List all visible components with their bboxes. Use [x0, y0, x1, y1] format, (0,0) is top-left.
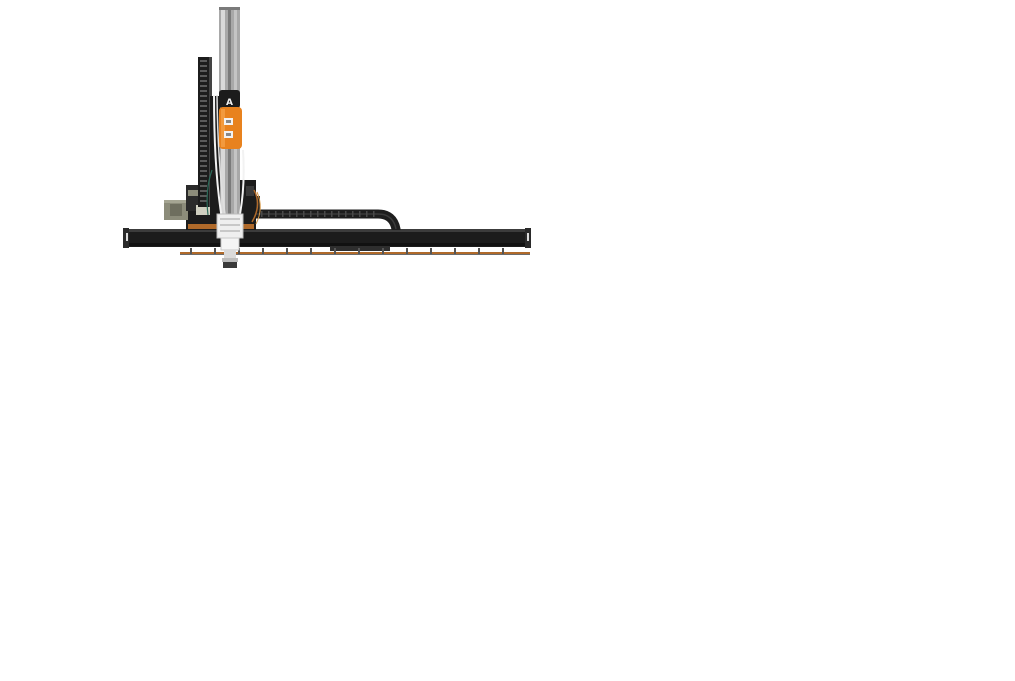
rack-tooth [200, 160, 207, 162]
rack-tooth [200, 80, 207, 82]
rack-tooth [200, 135, 207, 137]
chain-link [366, 211, 368, 217]
brand-logo-icon: A [226, 98, 233, 108]
chain-link [303, 211, 305, 217]
chain-link [359, 211, 361, 217]
rack-tooth [200, 110, 207, 112]
base-rail [123, 228, 531, 248]
rail-hole [502, 248, 504, 254]
rack-teeth [200, 60, 207, 202]
copper-wiring [251, 189, 261, 225]
rack-tooth [200, 140, 207, 142]
rail-hole [430, 248, 432, 254]
rack-tooth [200, 125, 207, 127]
chain-link [352, 211, 354, 217]
rack-tooth [200, 60, 207, 62]
rail-hole [454, 248, 456, 254]
rack-tooth [200, 105, 207, 107]
end-effector-tool [216, 213, 244, 268]
chain-link [296, 211, 298, 217]
chain-link [268, 211, 270, 217]
chain-link [338, 211, 340, 217]
chain-link [275, 211, 277, 217]
rack-tooth [200, 155, 207, 157]
chain-link [373, 211, 375, 217]
rail-hole [190, 248, 192, 254]
rack-tooth [200, 65, 207, 67]
rack-tooth [200, 130, 207, 132]
rail-hole [238, 248, 240, 254]
rack-tooth [200, 195, 207, 197]
rack-tooth [200, 200, 207, 202]
rail-hole [214, 248, 216, 254]
rail-hole [286, 248, 288, 254]
rack-tooth [200, 90, 207, 92]
rail-hole [382, 248, 384, 254]
chain-link [282, 211, 284, 217]
rack-tooth [200, 85, 207, 87]
rack-tooth [200, 190, 207, 192]
rack-tooth [200, 100, 207, 102]
rack-tooth [200, 170, 207, 172]
rail-hole [310, 248, 312, 254]
rail-hole [334, 248, 336, 254]
chain-link [324, 211, 326, 217]
rack-tooth [200, 180, 207, 182]
rack-tooth [200, 175, 207, 177]
rail-hole [262, 248, 264, 254]
chain-link [345, 211, 347, 217]
rack-tooth [200, 115, 207, 117]
rack-tooth [200, 70, 207, 72]
orange-motor-housing [219, 90, 242, 149]
rack-tooth [200, 150, 207, 152]
chain-link [317, 211, 319, 217]
chain-link [261, 211, 263, 217]
rail-mount-holes [190, 248, 504, 254]
horizontal-cable-chain [250, 209, 401, 231]
chain-link [289, 211, 291, 217]
rack-tooth [200, 75, 207, 77]
rail-hole [478, 248, 480, 254]
rail-hole [406, 248, 408, 254]
rack-tooth [200, 185, 207, 187]
rack-tooth [200, 145, 207, 147]
rail-hole [358, 248, 360, 254]
side-motor [164, 185, 210, 220]
rack-tooth [200, 95, 207, 97]
chain-link [331, 211, 333, 217]
rack-tooth [200, 165, 207, 167]
chain-link [310, 211, 312, 217]
rack-tooth [200, 120, 207, 122]
